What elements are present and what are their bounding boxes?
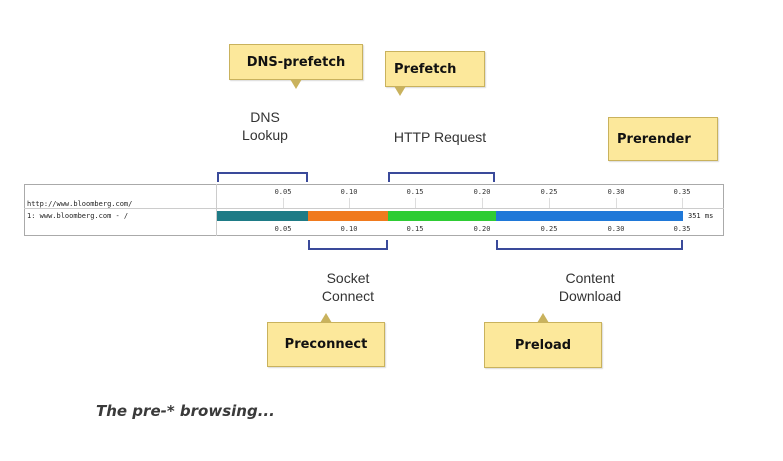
tick-top-030: 0.30 xyxy=(607,188,625,196)
page-url: http://www.bloomberg.com/ xyxy=(27,200,133,208)
prefetch-label: Prefetch xyxy=(394,61,457,77)
tick-bottom-020: 0.20 xyxy=(473,225,491,233)
tick-bottom-030: 0.30 xyxy=(607,225,625,233)
gridline xyxy=(415,198,416,208)
tick-top-035: 0.35 xyxy=(673,188,691,196)
waterfall-row-divider xyxy=(24,208,724,209)
tick-top-025: 0.25 xyxy=(540,188,558,196)
socket-connect-label: Socket Connect xyxy=(321,270,375,304)
preload-note: Preload xyxy=(484,313,602,368)
waterfall-column-divider xyxy=(216,184,217,236)
download-segment xyxy=(496,211,683,221)
tick-bottom-035: 0.35 xyxy=(673,225,691,233)
waterfall-chart xyxy=(24,184,724,236)
preconnect-label: Preconnect xyxy=(284,337,368,352)
total-time: 351 ms xyxy=(688,212,714,220)
http-request-label: HTTP Request xyxy=(393,129,487,145)
gridline xyxy=(682,198,683,208)
preconnect-note: Preconnect xyxy=(267,313,385,367)
gridline xyxy=(616,198,617,208)
dns-lookup-label: DNS Lookup xyxy=(242,109,288,143)
dns-segment xyxy=(217,211,308,221)
socket-connect-bracket xyxy=(308,240,388,250)
request-row-label: 1: www.bloomberg.com - / xyxy=(27,212,129,220)
content-download-bracket xyxy=(496,240,683,250)
gridline xyxy=(283,198,284,208)
prerender-label: Prerender xyxy=(617,131,691,147)
gridline xyxy=(549,198,550,208)
caption: The pre-* browsing... xyxy=(96,402,275,420)
tick-top-015: 0.15 xyxy=(406,188,424,196)
tick-bottom-005: 0.05 xyxy=(274,225,292,233)
tick-top-005: 0.05 xyxy=(274,188,292,196)
tick-bottom-025: 0.25 xyxy=(540,225,558,233)
gridline xyxy=(349,198,350,208)
dns-prefetch-label: DNS-prefetch xyxy=(246,54,346,70)
tick-bottom-010: 0.10 xyxy=(340,225,358,233)
tick-bottom-015: 0.15 xyxy=(406,225,424,233)
preload-label: Preload xyxy=(514,337,572,353)
content-download-label: Content Download xyxy=(558,270,622,304)
tick-top-020: 0.20 xyxy=(473,188,491,196)
prefetch-note: Prefetch xyxy=(385,51,485,96)
connect-segment xyxy=(308,211,388,221)
gridline xyxy=(482,198,483,208)
http-request-bracket xyxy=(388,172,495,182)
tick-top-010: 0.10 xyxy=(340,188,358,196)
prerender-note: Prerender xyxy=(608,117,718,161)
dns-lookup-bracket xyxy=(217,172,308,182)
dns-prefetch-note: DNS-prefetch xyxy=(229,44,363,89)
request-segment xyxy=(388,211,496,221)
